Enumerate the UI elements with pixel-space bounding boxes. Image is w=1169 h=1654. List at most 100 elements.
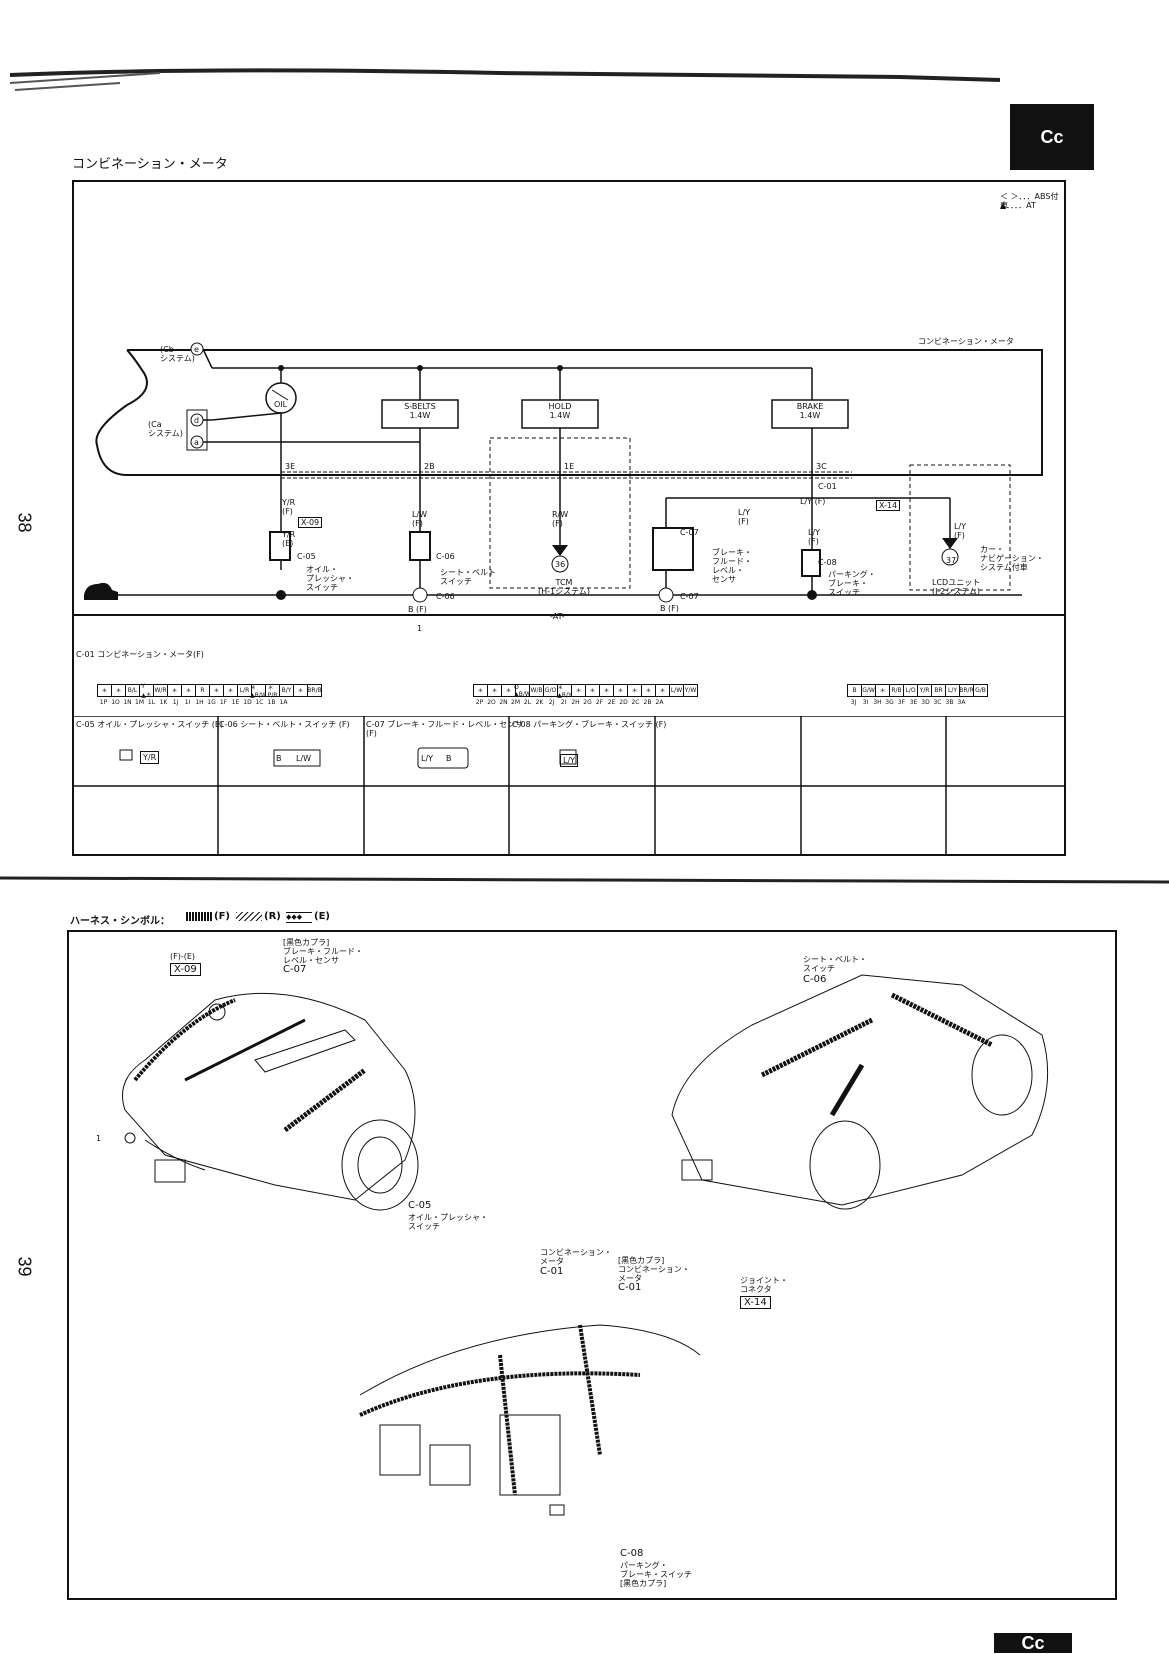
connector-grid (72, 716, 1066, 856)
oil-switch-label: オイル・ プレッシャ・ スイッチ (306, 565, 354, 592)
dash-x14: X-14 (740, 1296, 771, 1309)
connector-pin-label: 2H (571, 699, 580, 706)
belt-switch-label: シート・ベルト スイッチ (440, 568, 496, 586)
connector-pin-label: 1L (147, 699, 156, 706)
connector-pin-cell: G/W (861, 684, 876, 697)
page-title: コンビネーション・メータ (72, 157, 228, 172)
dash-c01b-desc: [黒色カプラ] コンビネーション・ メータ (618, 1256, 690, 1283)
connector-pin-label: 3J (850, 699, 857, 706)
c06-pin-lw: L/W (296, 754, 312, 763)
connector-pin-label: 1E (231, 699, 240, 706)
connector-pin-label: 1F (219, 699, 228, 706)
bottom-tab: Cc (994, 1633, 1072, 1653)
c07-pin-ly: L/Y (421, 754, 434, 763)
connector-pin-label: 2F (595, 699, 604, 706)
dash-c01a: C-01 (540, 1266, 564, 1277)
wire-rw-f: R/W (F) (552, 510, 569, 528)
connector-pin-cell: G/B (973, 684, 988, 697)
legend-at: ▲．．．．AT (1000, 201, 1036, 210)
c07-connector-title: C-07 ブレーキ・フルード・レベル・センサ (F) (366, 720, 524, 738)
connector-pin-cell: B/Y (279, 684, 294, 697)
connector-pin-label: 1D (243, 699, 252, 706)
terminal-e: e (194, 345, 199, 354)
connector-pin-cell: ＊ (613, 684, 628, 697)
connector-pin-cell: G/O (543, 684, 558, 697)
connector-pin-label: 1K (159, 699, 168, 706)
page-separator (0, 876, 1169, 884)
wire-ly-f3: L/Y (F) (808, 528, 821, 546)
terminal-d: d (194, 416, 200, 425)
dash-c01a-desc: コンビネーション・ メータ (540, 1248, 612, 1266)
c05-connector-title: C-05 オイル・プレッシャ・スイッチ (E) (76, 720, 224, 729)
pin-3e: 3E (285, 462, 296, 471)
connector-pin-cell: Y/R (917, 684, 932, 697)
connector-pin-label: 3A (957, 699, 966, 706)
connector-pin-label: 1C (255, 699, 264, 706)
c08-pin-ly: L/Y (560, 754, 579, 767)
engine-x09: X-09 (170, 963, 201, 976)
meter-label: コンビネーション・メータ (918, 337, 1014, 346)
connector-pin-label: 1N (123, 699, 132, 706)
connector-pin-cell: ＊ (167, 684, 182, 697)
wire-yr-f: Y/R (F) (282, 498, 296, 516)
connector-pin-label: 2N (499, 699, 508, 706)
connector-pin-label: 1O (111, 699, 120, 706)
connector-pin-cell: ＊ (487, 684, 502, 697)
connector-pin-cell: L/Y (945, 684, 960, 697)
c06-pin-b: B (276, 754, 282, 763)
connector-pin-cell: BR/R (959, 684, 974, 697)
wiring-diagram (72, 342, 1066, 616)
c08-connector-title: C-08 パーキング・ブレーキ・スイッチ (F) (512, 720, 667, 729)
c07-pin-b: B (446, 754, 452, 763)
terminal-a: a (194, 438, 199, 447)
legend-e-pattern: ◆◆◆ (286, 912, 312, 923)
connector-pin-cell: ＊ (641, 684, 656, 697)
connector-pin-cell: ＊ (293, 684, 308, 697)
wire-ly-f2: L/Y (F) (800, 497, 826, 506)
connector-pin-cell: Y ▲＊ (139, 683, 154, 699)
c05-label: C-05 (297, 552, 316, 561)
navi-label: カー・ ナビゲーション・ システム付車 (980, 545, 1044, 572)
connector-pin-label: 2D (619, 699, 628, 706)
engine-c05-desc: オイル・プレッシャ・ スイッチ (408, 1213, 488, 1231)
connector-pin-label: 3H (873, 699, 882, 706)
connector-pin-cell: ＊ ▲R/Y (557, 684, 572, 699)
connector-pin-label: 3I (862, 699, 869, 706)
wiring-diagram-frame (72, 180, 1066, 856)
connector-pin-label: 2L (523, 699, 532, 706)
connector-pin-cell: R/B (889, 684, 904, 697)
connector-pin-label: 2G (583, 699, 592, 706)
connector-pin-cell: ＊ (627, 684, 642, 697)
ground-1-label: 1 (417, 624, 423, 633)
connector-pin-label: 2M (511, 699, 520, 706)
at-mark: -AT- (550, 612, 565, 621)
dash-c08: C-08 (620, 1548, 644, 1559)
connector-pin-cell: ＊ (585, 684, 600, 697)
x09-label: X-09 (298, 517, 323, 528)
connector-pin-cell: B/L (125, 684, 140, 697)
harness-frame (67, 930, 1117, 1600)
bulb-brake-name: BRAKE (796, 402, 824, 411)
connector-pin-cell: ＊ (571, 684, 586, 697)
ca-system-label: (Ca システム) (148, 420, 183, 438)
connector-pin-cell: L/W (669, 684, 684, 697)
lcd-label: LCDユニット (J-2システム) (932, 578, 981, 596)
legend-f: (F) (214, 911, 230, 922)
engine-ground: 1 (96, 1134, 102, 1143)
connector-pin-label: 1A (279, 699, 288, 706)
lcd-number: 37 (946, 556, 957, 565)
legend-r-pattern (236, 912, 262, 921)
section-tab: Cc (1010, 104, 1094, 170)
connector-pin-label: 1I (184, 699, 191, 706)
connector-pin-label: 3D (921, 699, 930, 706)
connector-pin-cell: L/O (903, 684, 918, 697)
connector-pin-cell: W/B (529, 684, 544, 697)
wire-b-f2: B (F) (660, 604, 679, 613)
connector-pin-cell: ＊ (599, 684, 614, 697)
connector-pin-cell: BR (931, 684, 946, 697)
connector-pin-cell: ＊ P/B (265, 684, 280, 699)
bulb-sbelts-rating: 1.4W (409, 411, 431, 420)
connector-pin-cell: ＊ (209, 684, 224, 697)
